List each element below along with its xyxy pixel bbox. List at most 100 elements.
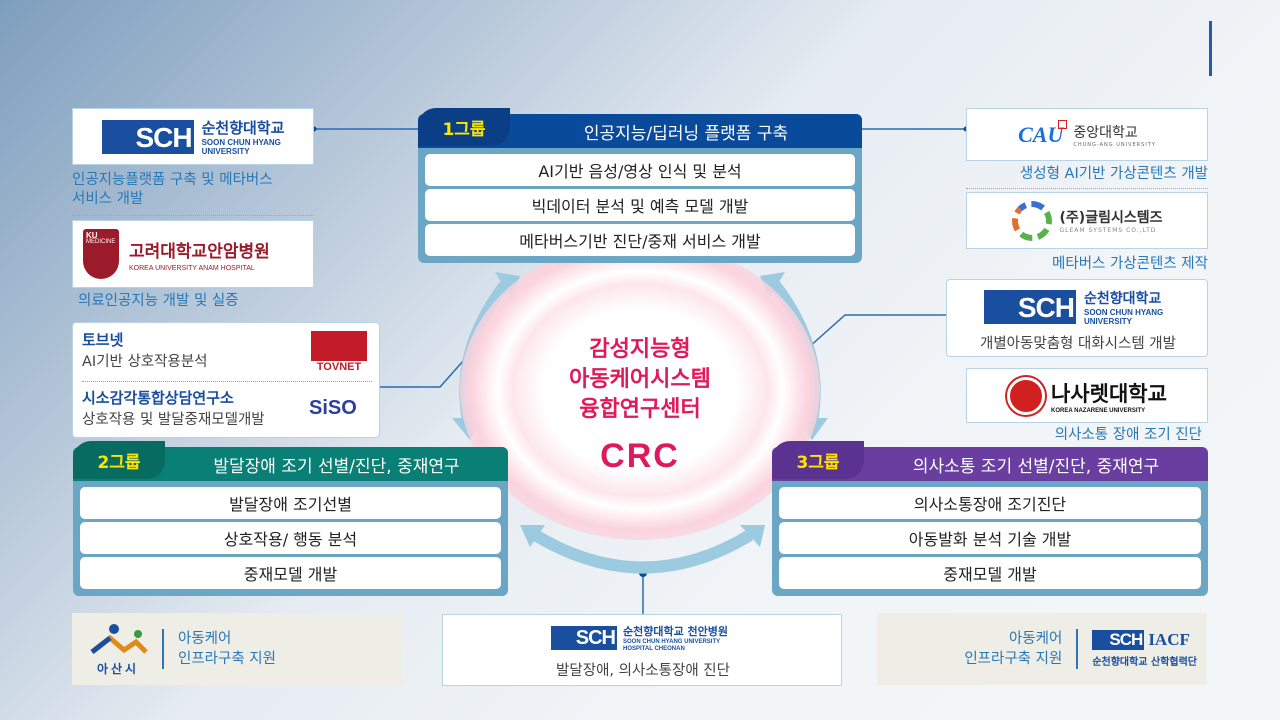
ku-name-en: KOREA UNIVERSITY ANAM HOSPITAL (129, 264, 255, 272)
connector-line (807, 314, 946, 349)
gleam-logo-card: (주)글림시스템즈 GLEAM SYSTEMS CO.,LTD (966, 192, 1208, 249)
iacf-mark: IACF (1148, 630, 1190, 649)
group-2-title: 발달장애 조기 선별/진단, 중재연구 (213, 456, 460, 477)
nazarene-name-en: KOREA NAZARENE UNIVERSITY (1051, 407, 1146, 414)
sch-logo-mark: SCH (551, 626, 617, 650)
center-acronym: CRC (600, 437, 680, 475)
group-1-item: 빅데이터 분석 및 예측 모델 개발 (425, 189, 855, 221)
ku-shield-icon: KU MEDICINE (83, 229, 119, 279)
sch-logo-card: SCH 순천향대학교 SOON CHUN HYANG UNIVERSITY (72, 108, 314, 165)
tovnet-logo: TOVNET (311, 331, 367, 373)
divider (1076, 629, 1079, 669)
nazarene-seal-icon (1007, 376, 1046, 415)
gleam-name-kr: (주)글림시스템즈 (1059, 210, 1163, 226)
group-3-tag: 3그룹 (772, 441, 864, 479)
asan-logo: 아산시 (88, 622, 148, 677)
cau-logo-card: CAU 중앙대학교 CHUNG-ANG UNIVERSITY (966, 108, 1208, 161)
center-title-line: 아동케어시스템 (569, 367, 711, 392)
group-2-header: 2그룹 발달장애 조기 선별/진단, 중재연구 (73, 441, 508, 481)
center-glow (460, 240, 820, 540)
nazarene-name-kr: 나사렛대학교 (1051, 381, 1167, 406)
sch-hospital-en: HOSPITAL CHEONAN (623, 646, 685, 652)
iacf-logo: SCH IACF 순천향대학교 산학협력단 (1092, 630, 1197, 668)
asan-support-box: 아산시 아동케어 인프라구축 지원 (72, 613, 402, 685)
sch-hospital-card: SCH 순천향대학교 천안병원 SOON CHUN HYANG UNIVERSI… (442, 614, 842, 686)
group-1-item: 메타버스기반 진단/중재 서비스 개발 (425, 224, 855, 256)
iacf-support-box: 아동케어 인프라구축 지원 SCH IACF 순천향대학교 산학협력단 (877, 613, 1207, 685)
group-1-tag: 1그룹 (418, 108, 510, 146)
group-2-item: 중재모델 개발 (80, 557, 501, 589)
center-title-line: 감성지능형 (589, 337, 691, 362)
group-3-item: 의사소통장애 조기진단 (779, 487, 1201, 519)
gleam-role: 메타버스 가상콘텐츠 제작 (1052, 256, 1208, 272)
sch-logo-en: UNIVERSITY (1084, 317, 1133, 326)
sch-right-role: 개별아동맞춤형 대화시스템 개발 (980, 336, 1176, 352)
gleam-ring-icon (1011, 200, 1052, 241)
ku-badge: MEDICINE (86, 239, 116, 245)
cau-name-en: CHUNG-ANG UNIVERSITY (1073, 141, 1156, 148)
sch-role: 인공지능플랫폼 구축 및 메타버스 서비스 개발 (72, 171, 273, 209)
ku-logo-card: KU MEDICINE 고려대학교안암병원 KOREA UNIVERSITY A… (72, 220, 314, 288)
nazarene-logo-card: 나사렛대학교 KOREA NAZARENE UNIVERSITY (966, 368, 1208, 423)
group-1-panel: 1그룹 인공지능/딥러닝 플랫폼 구축 AI기반 음성/영상 인식 및 분석 빅… (418, 108, 862, 263)
group-1-header: 1그룹 인공지능/딥러닝 플랫폼 구축 (418, 108, 862, 148)
ku-role: 의료인공지능 개발 및 실증 (78, 293, 239, 309)
asan-support-line: 아동케어 (178, 631, 232, 647)
group-2-item: 발달장애 조기선별 (80, 487, 501, 519)
cau-name-kr: 중앙대학교 (1073, 124, 1138, 141)
sch-hospital-role: 발달장애, 의사소통장애 진단 (556, 663, 730, 679)
divider (162, 629, 164, 669)
siso-name: 시소감각통합상담연구소 (82, 389, 234, 407)
center-title-line: 융합연구센터 (579, 397, 701, 422)
ku-badge: KU (86, 231, 98, 240)
gleam-name-en: GLEAM SYSTEMS CO.,LTD (1059, 227, 1157, 234)
sch-logo-kr: 순천향대학교 (201, 119, 285, 137)
sch-logo-mark: SCH (984, 290, 1076, 324)
cau-logo-mark: CAU (1018, 119, 1068, 148)
asan-mountain-icon (90, 623, 148, 654)
iacf-support-line: 아동케어 (1008, 631, 1063, 647)
sch-logo-en: SOON CHUN HYANG (1084, 308, 1164, 317)
tovnet-role: AI기반 상호작용분석 (82, 354, 208, 370)
sch-logo-en: SOON CHUN HYANG (201, 138, 281, 147)
sch-role-line: 인공지능플랫폼 구축 및 메타버스 (72, 172, 273, 188)
iacf-support-line: 인프라구축 지원 (964, 651, 1063, 667)
cycle-arrow-bottom (531, 529, 754, 574)
cau-mark-text: CAU (1018, 121, 1064, 147)
divider (72, 215, 314, 216)
group-2-panel: 2그룹 발달장애 조기 선별/진단, 중재연구 발달장애 조기선별 상호작용/ … (73, 441, 508, 596)
sch-hospital-logo: SCH 순천향대학교 천안병원 SOON CHUN HYANG UNIVERSI… (551, 623, 728, 653)
sch-hospital-en: SOON CHUN HYANG UNIVERSITY (623, 639, 721, 645)
sch-logo-mark: SCH (1092, 630, 1145, 650)
cau-role: 생성형 AI기반 가상콘텐츠 개발 (1019, 166, 1208, 182)
sch-logo: SCH 순천향대학교 SOON CHUN HYANG UNIVERSITY (984, 288, 1163, 326)
tovnet-name: 토브넷 (82, 331, 124, 349)
sch-logo-en: UNIVERSITY (201, 147, 250, 156)
sch-logo: SCH 순천향대학교 SOON CHUN HYANG UNIVERSITY (101, 117, 285, 156)
center-title: 감성지능형 아동케어시스템 융합연구센터 CRC (530, 335, 750, 475)
connector-line (380, 350, 473, 388)
group-2-item: 상호작용/ 행동 분석 (80, 522, 501, 554)
iacf-name-kr: 순천향대학교 산학협력단 (1092, 657, 1197, 668)
group-3-title: 의사소통 조기 선별/진단, 중재연구 (912, 456, 1160, 477)
divider (966, 188, 1208, 189)
siso-role: 상호작용 및 발달중재모델개발 (82, 412, 265, 428)
group-1-item: AI기반 음성/영상 인식 및 분석 (425, 154, 855, 186)
nazarene-role: 의사소통 장애 조기 진단 (1054, 427, 1202, 443)
sch-logo-mark: SCH (101, 119, 194, 154)
asan-support-line: 인프라구축 지원 (178, 651, 276, 667)
siso-logo: SiSO (309, 397, 357, 419)
tovnet-siso-card: 토브넷 AI기반 상호작용분석 TOVNET 시소감각통합상담연구소 상호작용 … (72, 322, 380, 438)
sch-hospital-kr: 순천향대학교 천안병원 (623, 625, 729, 638)
corner-accent-bar (1209, 21, 1212, 76)
tovnet-logo-text: NET (339, 361, 362, 373)
ku-name-kr: 고려대학교안암병원 (129, 241, 270, 262)
group-2-tag: 2그룹 (73, 441, 165, 479)
sch-role-line: 서비스 개발 (72, 191, 144, 207)
cau-square-icon (1058, 119, 1068, 129)
asan-logo-text: 아산시 (96, 661, 140, 676)
divider (82, 381, 372, 382)
sch-logo-kr: 순천향대학교 (1084, 291, 1162, 307)
group-3-panel: 3그룹 의사소통 조기 선별/진단, 중재연구 의사소통장애 조기진단 아동발화… (772, 441, 1208, 596)
group-1-title: 인공지능/딥러닝 플랫폼 구축 (583, 123, 789, 144)
